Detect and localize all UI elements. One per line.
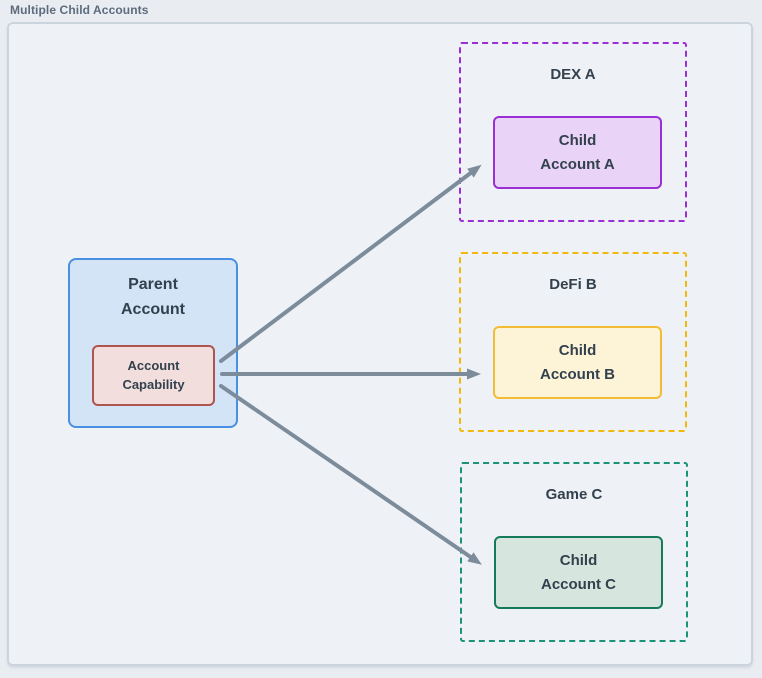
diagram-title: Multiple Child Accounts	[10, 3, 149, 17]
account-capability-label: Account Capability	[122, 357, 185, 392]
child-account-c-node: Child Account C	[494, 536, 663, 609]
group-defi-b-title: DeFi B	[549, 276, 597, 293]
group-game-c: Game C Child Account C	[460, 462, 688, 642]
account-capability-node: Account Capability	[92, 345, 215, 406]
group-defi-b: DeFi B Child Account B	[459, 252, 687, 432]
group-game-c-title: Game C	[545, 486, 603, 503]
child-account-b-label: Child Account B	[540, 341, 615, 383]
child-account-b-node: Child Account B	[493, 326, 662, 399]
parent-account-label: Parent Account	[121, 276, 185, 318]
child-account-c-label: Child Account C	[541, 551, 616, 593]
child-account-a-node: Child Account A	[493, 116, 662, 189]
child-account-a-label: Child Account A	[540, 131, 615, 173]
group-dex-a-title: DEX A	[550, 66, 596, 83]
parent-account-node: Parent Account Account Capability	[68, 258, 238, 428]
group-dex-a: DEX A Child Account A	[459, 42, 687, 222]
